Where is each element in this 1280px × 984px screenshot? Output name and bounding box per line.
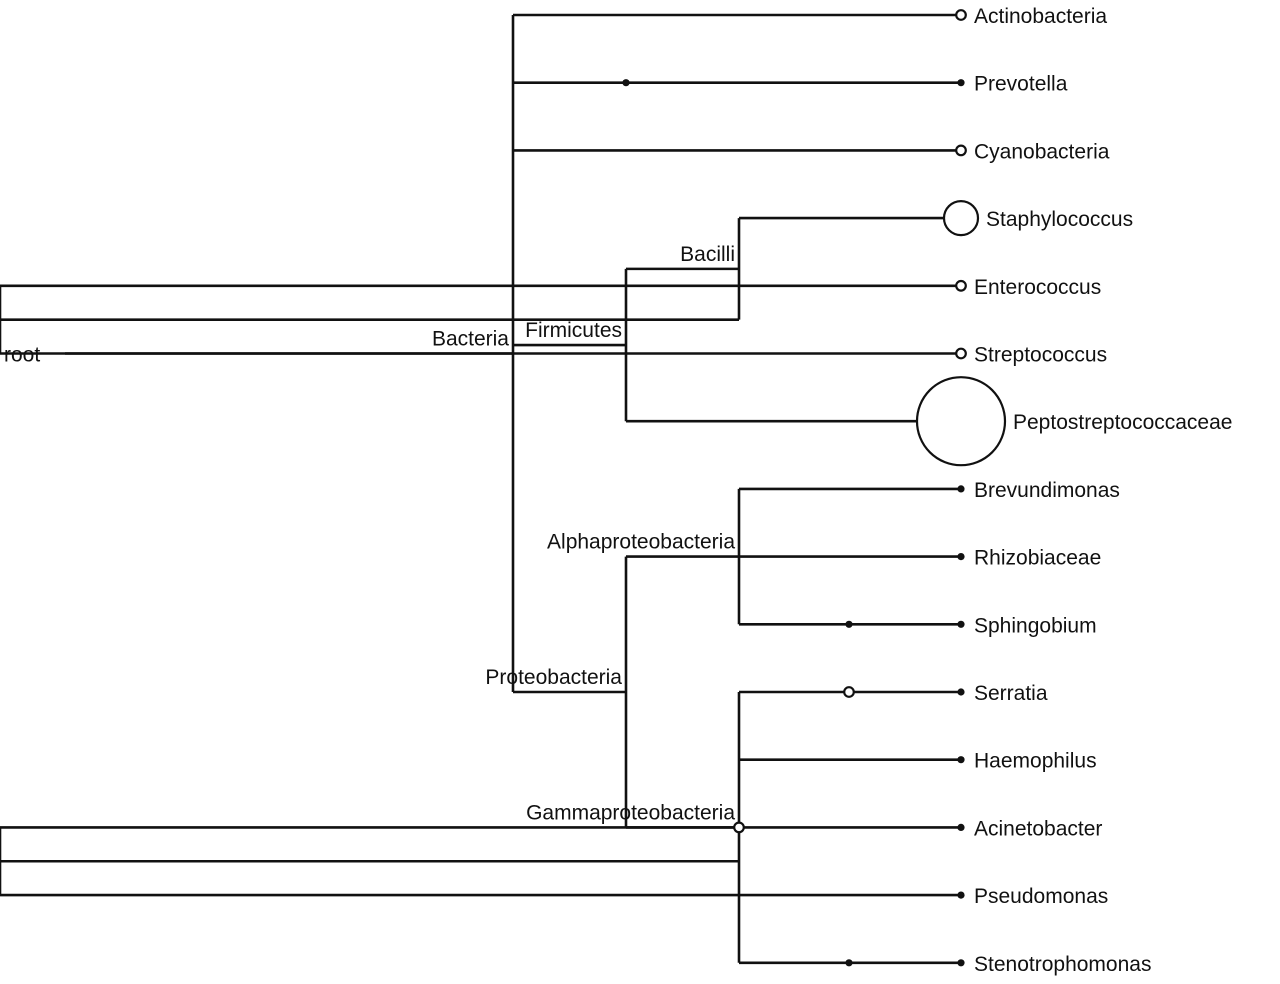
leaf-label-staphylococcus: Staphylococcus: [986, 208, 1133, 231]
leaf-label-stenotrophomonas: Stenotrophomonas: [974, 953, 1151, 976]
leaf-label-sphingobium: Sphingobium: [974, 614, 1097, 637]
marker-pseudomonas: [957, 891, 965, 899]
leaf-label-acinetobacter: Acinetobacter: [974, 817, 1102, 840]
marker-brevundimonas: [957, 485, 965, 493]
node-markers: [622, 9, 1007, 967]
marker-gammaproteobacteria: [733, 821, 745, 834]
leaf-label-streptococcus: Streptococcus: [974, 344, 1107, 367]
marker-on-edge-sphingobium: [845, 620, 853, 628]
marker-streptococcus: [955, 347, 967, 360]
marker-serratia: [957, 688, 965, 696]
leaf-label-prevotella: Prevotella: [974, 73, 1068, 96]
tree-edges: [0, 13, 961, 965]
marker-staphylococcus: [942, 200, 980, 237]
marker-sphingobium: [957, 620, 965, 628]
leaf-label-actinobacteria: Actinobacteria: [974, 5, 1107, 28]
clade-label-firmicutes: Firmicutes: [525, 319, 622, 342]
marker-rhizobiaceae: [957, 553, 965, 561]
leaf-label-haemophilus: Haemophilus: [974, 750, 1097, 773]
marker-prevotella: [957, 79, 965, 87]
marker-enterococcus: [955, 279, 967, 292]
leaf-label-cyanobacteria: Cyanobacteria: [974, 140, 1110, 163]
leaf-label-serratia: Serratia: [974, 682, 1048, 705]
leaf-label-brevundimonas: Brevundimonas: [974, 479, 1120, 502]
marker-acinetobacter: [957, 823, 965, 832]
clade-label-bacteria: Bacteria: [432, 328, 509, 351]
node-labels: root Bacteria ActinobacteriaPrevotellaCyan…: [4, 5, 1232, 976]
leaf-label-peptostreptococcaceae: Peptostreptococcaceae: [1013, 411, 1232, 434]
marker-on-edge-serratia: [843, 686, 855, 698]
marker-peptostreptococcaceae: [915, 376, 1007, 467]
marker-on-edge-stenotrophomonas: [845, 959, 853, 967]
marker-haemophilus: [957, 756, 965, 764]
clade-label-bacilli: Bacilli: [680, 243, 735, 266]
clade-label-proteobacteria: Proteobacteria: [485, 666, 622, 689]
clade-label-alphaproteobacteria: Alphaproteobacteria: [547, 531, 735, 554]
marker-stenotrophomonas: [957, 959, 965, 967]
node-label-root: root: [4, 344, 40, 367]
marker-cyanobacteria: [955, 144, 967, 157]
leaf-label-enterococcus: Enterococcus: [974, 276, 1101, 299]
marker-actinobacteria: [955, 9, 967, 21]
clade-label-gammaproteobacteria: Gammaproteobacteria: [526, 801, 735, 824]
leaf-label-rhizobiaceae: Rhizobiaceae: [974, 547, 1101, 570]
leaf-label-pseudomonas: Pseudomonas: [974, 885, 1108, 908]
marker-on-edge-prevotella: [622, 79, 630, 87]
